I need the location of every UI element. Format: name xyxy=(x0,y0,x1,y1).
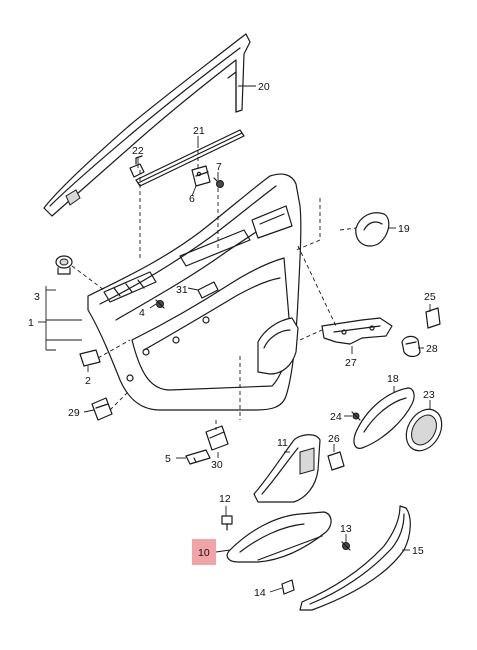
knob-25 xyxy=(425,307,441,329)
callout-6: 6 xyxy=(189,193,195,205)
window-frame-trim xyxy=(43,33,251,217)
callout-19: 19 xyxy=(398,223,410,235)
callout-21: 21 xyxy=(193,125,205,137)
lower-trim-strip-15 xyxy=(299,505,411,611)
door-trim-panel xyxy=(87,173,302,411)
callout-22: 22 xyxy=(132,145,144,157)
grommet-3 xyxy=(55,255,73,275)
grab-handle-11 xyxy=(253,434,321,503)
callout-30: 30 xyxy=(211,459,223,471)
bracket-6 xyxy=(191,165,211,187)
callout-7: 7 xyxy=(216,161,222,173)
callout-12: 12 xyxy=(219,493,231,505)
fastener-26 xyxy=(327,451,345,471)
callout-31: 31 xyxy=(176,284,188,296)
callout-23: 23 xyxy=(423,389,435,401)
speaker-grille-23 xyxy=(405,408,443,452)
leader-lines xyxy=(38,85,431,593)
callout-20: 20 xyxy=(258,81,270,93)
cover-cap-19 xyxy=(355,212,390,247)
switch-bezel-31 xyxy=(197,281,219,299)
clip-22 xyxy=(129,155,145,178)
highlight-box xyxy=(192,539,216,565)
callout-5: 5 xyxy=(165,453,171,465)
bracket-5 xyxy=(185,449,211,465)
callout-13: 13 xyxy=(340,523,352,535)
screw-24 xyxy=(351,411,361,421)
callout-11: 11 xyxy=(277,437,288,449)
callout-18: 18 xyxy=(387,373,399,385)
callout-28: 28 xyxy=(426,343,438,355)
callout-25: 25 xyxy=(424,291,436,303)
callout-29: 29 xyxy=(68,407,80,419)
screw-13 xyxy=(341,541,351,551)
upper-trim-strip xyxy=(135,129,245,187)
callout-26: 26 xyxy=(328,433,340,445)
cover-29 xyxy=(91,397,113,421)
knob-28 xyxy=(401,335,421,358)
cap-2 xyxy=(79,349,101,367)
speaker-ring-18 xyxy=(353,387,415,449)
callout-14: 14 xyxy=(254,587,266,599)
callout-15: 15 xyxy=(412,545,424,557)
callout-4: 4 xyxy=(139,307,145,319)
screw-4 xyxy=(155,299,165,309)
handle-bracket-27 xyxy=(321,317,393,345)
screw-7 xyxy=(213,177,224,188)
callout-2: 2 xyxy=(85,375,91,387)
callout-labels: 20 21 22 7 6 19 3 1 4 31 2 29 5 30 25 27… xyxy=(28,81,438,599)
callout-27: 27 xyxy=(345,357,357,369)
screw-12 xyxy=(221,515,233,531)
callout-10: 10 xyxy=(198,547,210,559)
armrest-pad-10 xyxy=(226,511,332,563)
callout-24: 24 xyxy=(330,411,342,423)
callout-3: 3 xyxy=(34,291,40,303)
connector-30 xyxy=(205,425,229,451)
clip-14 xyxy=(281,579,295,595)
callout-1: 1 xyxy=(28,317,34,329)
